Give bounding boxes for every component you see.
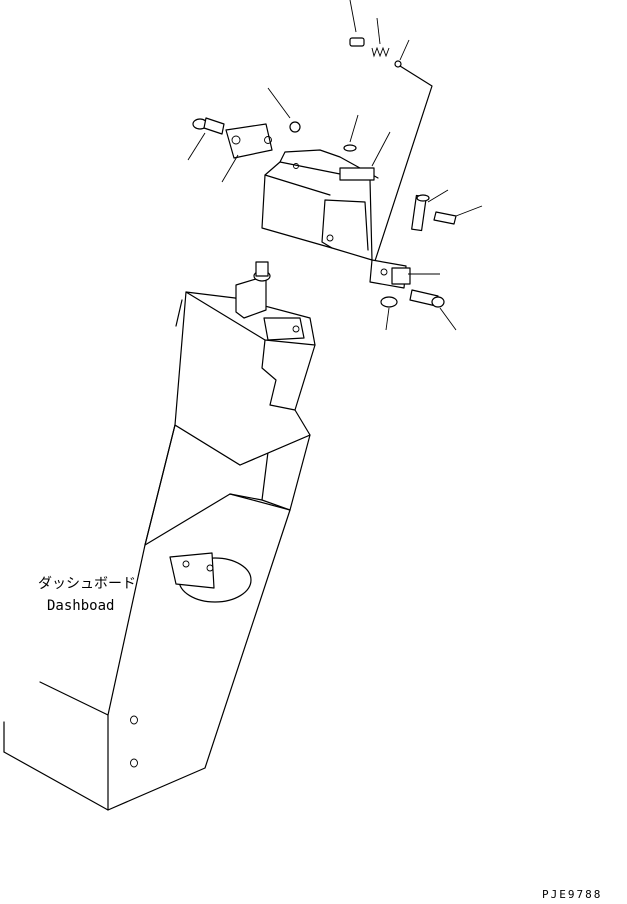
mount-bracket	[225, 123, 273, 159]
solenoid-unit	[261, 144, 379, 261]
dashboard-column	[3, 261, 316, 811]
dashboard-label-jp: ダッシュボード	[38, 576, 136, 592]
bolt-left-icon	[192, 117, 225, 135]
leader-lines	[187, 0, 483, 331]
washer-icon	[289, 121, 301, 133]
lower-bolts	[380, 289, 445, 308]
connecting-rod	[369, 65, 433, 289]
pin-spring-ball	[349, 37, 402, 68]
drawing-code: PJE9788	[542, 888, 602, 901]
dashboard-label-en: Dashboad	[47, 598, 114, 614]
clevis-pin	[411, 194, 457, 232]
